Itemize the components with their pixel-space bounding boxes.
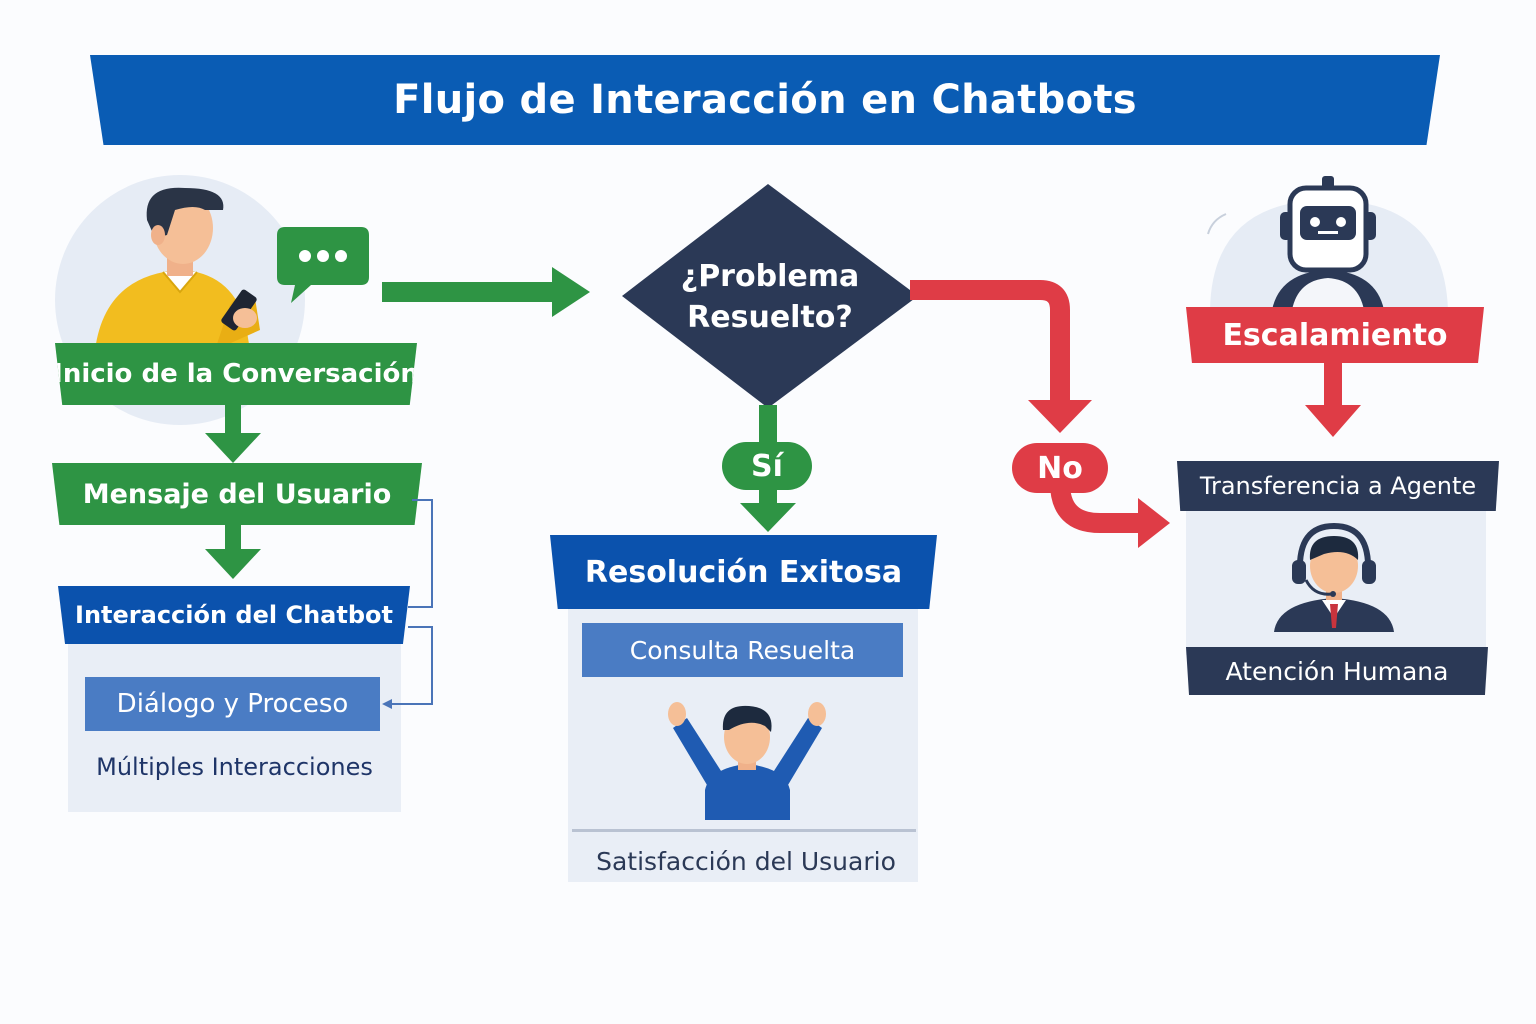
yes-arrow-icon: [740, 405, 796, 532]
escalation-banner: Escalamiento: [1186, 307, 1484, 363]
chat-bubble-icon: [277, 227, 369, 303]
success-banner: Resolución Exitosa: [550, 535, 937, 609]
chatbot-interaction-banner: Interacción del Chatbot: [58, 586, 410, 644]
yes-badge: Sí: [722, 442, 812, 490]
robot-icon: [1207, 176, 1448, 310]
arrow-down-icon: [1305, 363, 1361, 437]
loop-connector: [382, 499, 433, 709]
transfer-banner: Transferencia a Agente: [1177, 461, 1499, 511]
satisfaction-text: Satisfacción del Usuario: [596, 846, 896, 876]
resolved-box: Consulta Resuelta: [582, 623, 903, 677]
arrow-right-icon: [382, 267, 590, 317]
arrow-down-icon: [205, 525, 261, 579]
dialog-process-box: Diálogo y Proceso: [85, 677, 380, 731]
no-badge: No: [1012, 443, 1108, 493]
start-conversation-banner: Inicio de la Conversación: [55, 343, 417, 405]
decision-line1: ¿Problema: [680, 258, 860, 294]
headset-agent-icon: [1274, 522, 1394, 632]
user-message-banner: Mensaje del Usuario: [52, 463, 422, 525]
human-attention-banner: Atención Humana: [1186, 647, 1488, 695]
decision-diamond: [622, 184, 918, 408]
divider: [572, 829, 916, 832]
arrow-down-icon: [205, 405, 261, 463]
multiple-interactions-text: Múltiples Interacciones: [96, 753, 373, 781]
page-title: Flujo de Interacción en Chatbots: [90, 55, 1440, 145]
decision-line2: Resuelto?: [687, 299, 853, 335]
no-arrow-icon: [910, 280, 1170, 548]
celebrating-user-icon: [668, 702, 826, 820]
